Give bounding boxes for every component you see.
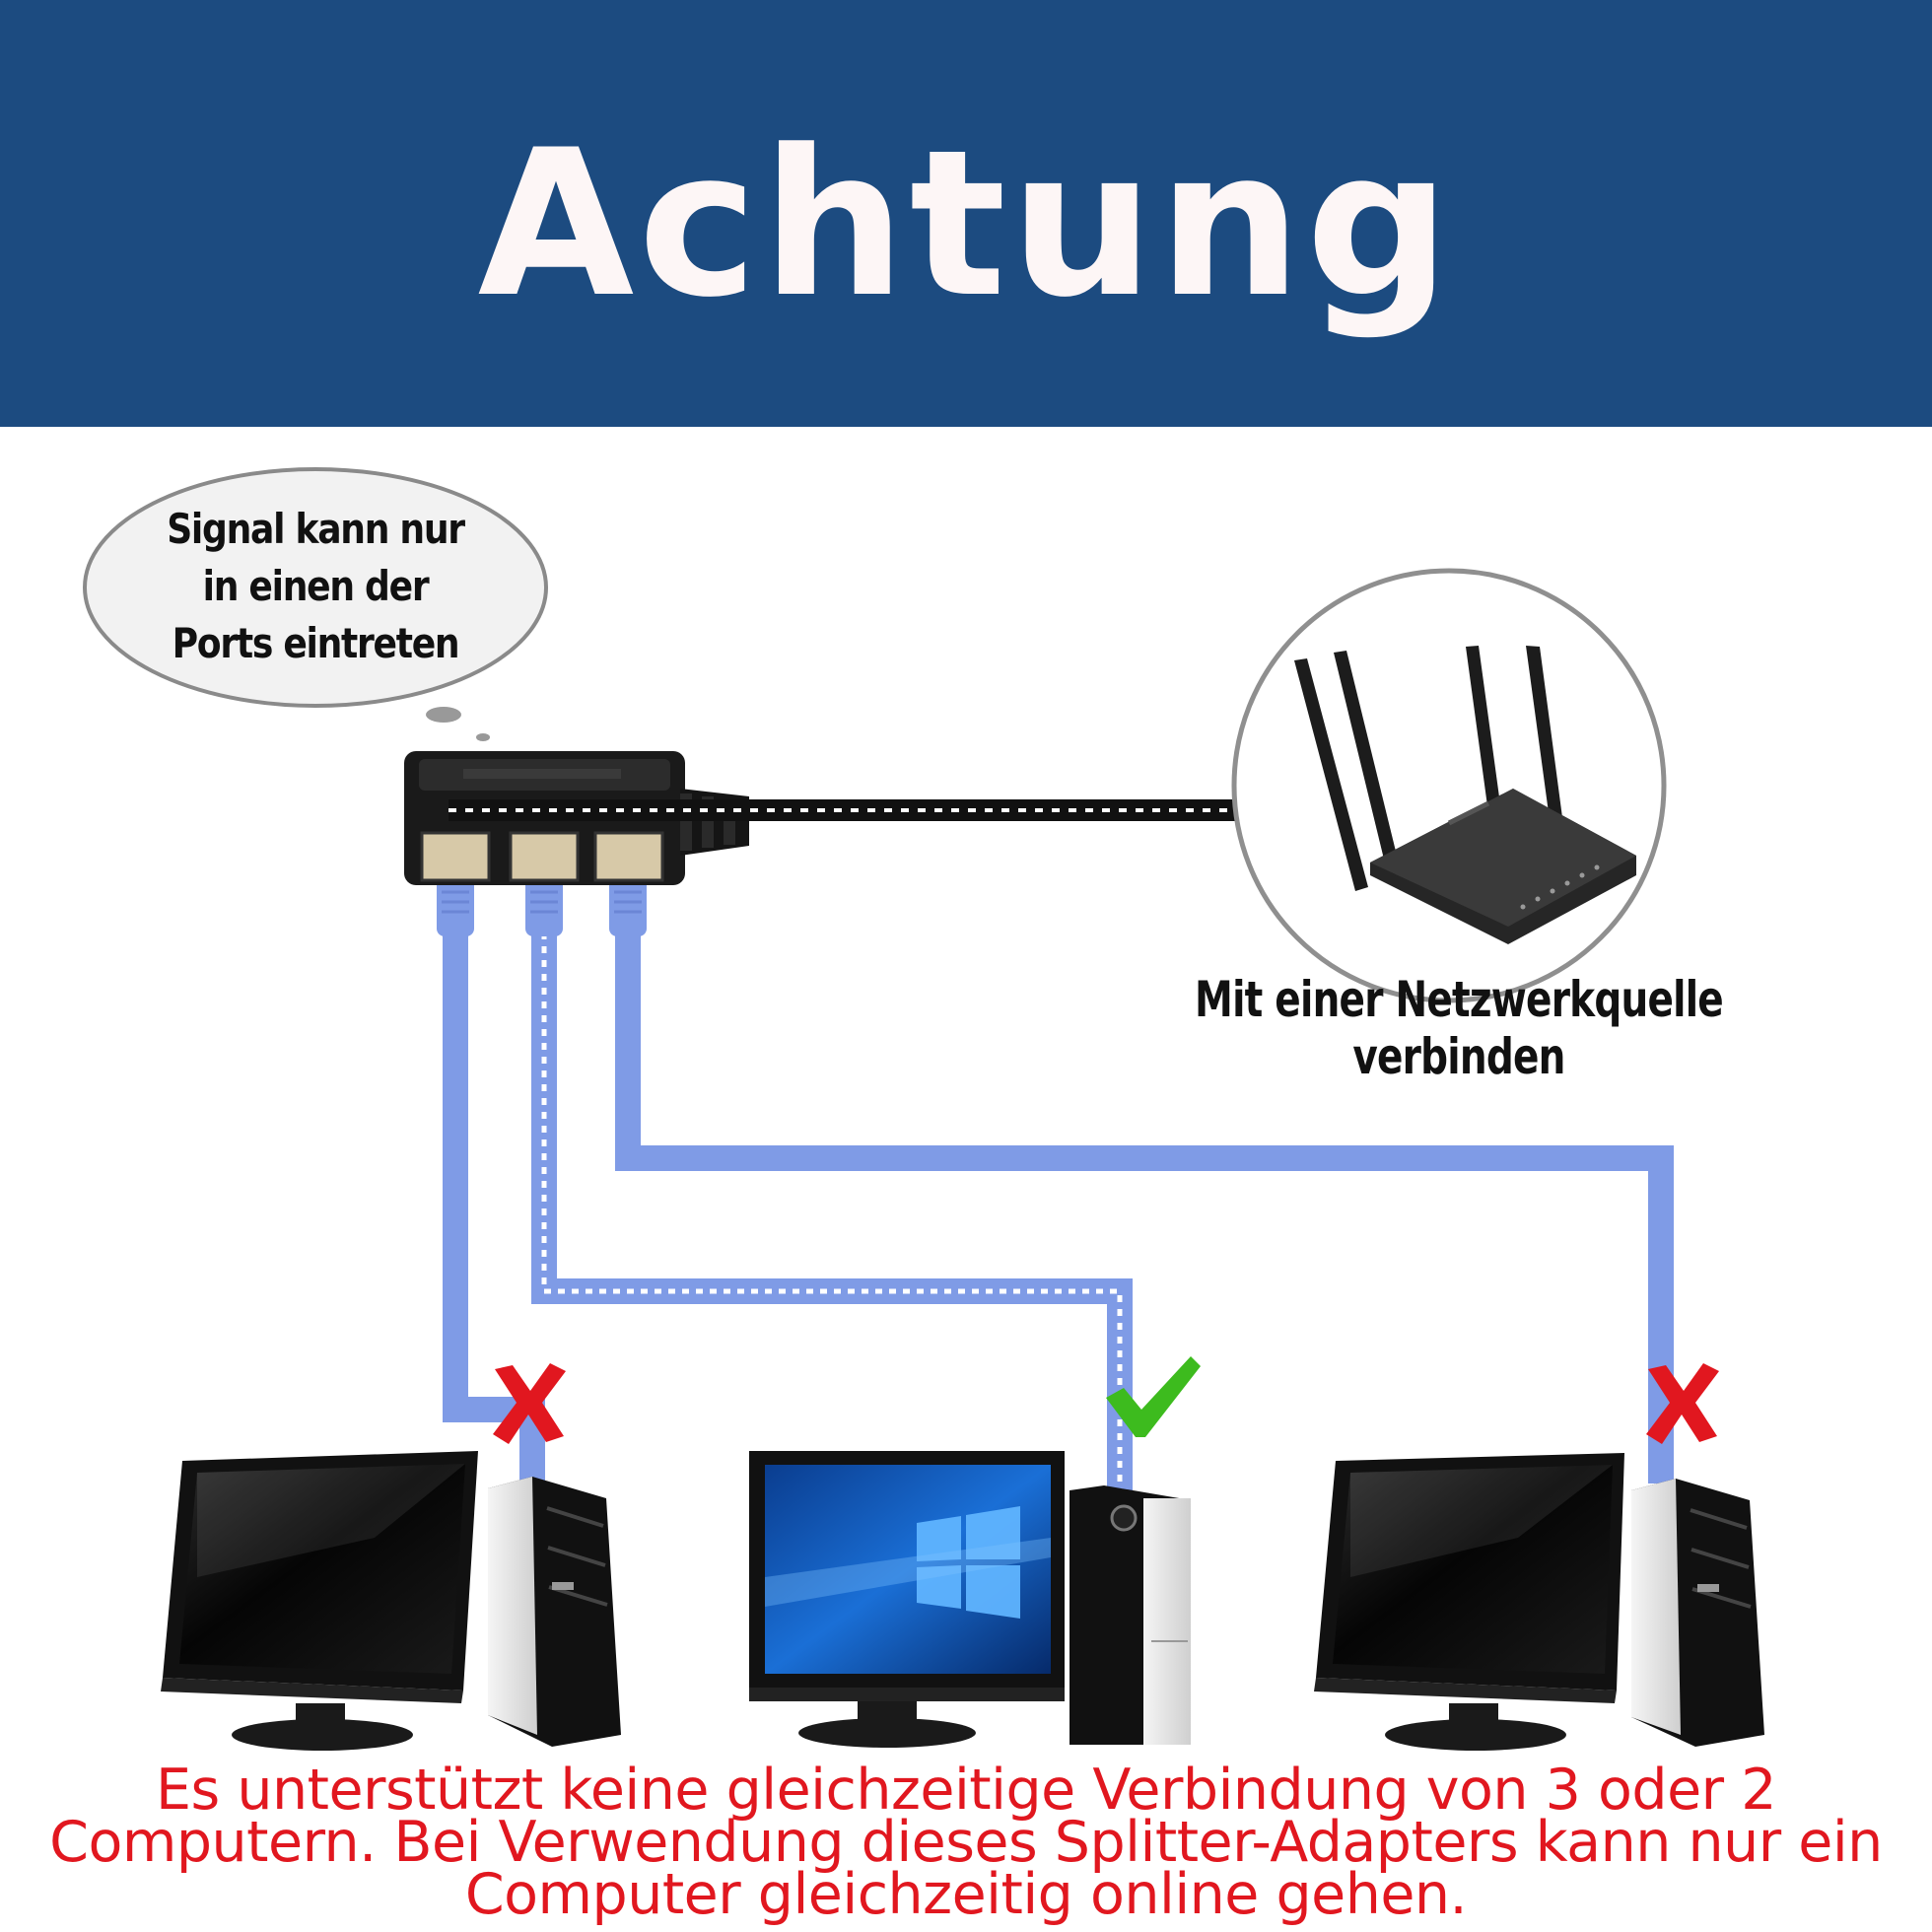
windows-logo-icon (917, 1506, 1020, 1619)
speech-bubble-text: Signal kann nur in einen der Ports eintr… (146, 501, 485, 672)
warning-text: Es unterstützt keine gleichzeitige Verbi… (0, 1758, 1932, 1927)
monitor (1314, 1453, 1624, 1751)
computer-left (161, 1451, 621, 1751)
tower (1631, 1479, 1764, 1747)
monitor (161, 1451, 478, 1751)
green-check-icon (1106, 1356, 1201, 1437)
speech-bubble (83, 467, 548, 741)
computer-right (1314, 1453, 1764, 1751)
header-banner: Achtung (0, 0, 1932, 427)
warning-line: Es unterstützt keine gleichzeitige Verbi… (156, 1758, 1776, 1823)
bubble-line: in einen der (202, 562, 430, 610)
red-x-icon (493, 1363, 566, 1444)
cable-right (615, 927, 1674, 1484)
router-label: Mit einer Netzwerkquelle verbinden (1195, 971, 1724, 1085)
page-title: Achtung (477, 107, 1455, 342)
monitor (749, 1451, 1065, 1748)
router-image (1231, 568, 1667, 1003)
red-x-icon (1646, 1363, 1719, 1444)
warning-line: Computer gleichzeitig online gehen. (464, 1862, 1468, 1927)
signal-path (541, 808, 1123, 1490)
bubble-line: Signal kann nur (167, 505, 465, 553)
cable-left (443, 927, 545, 1484)
tower (488, 1477, 621, 1747)
warning-line: Computern. Bei Verwendung dieses Splitte… (49, 1810, 1883, 1875)
tower (1070, 1485, 1191, 1745)
bubble-line: Ports eintreten (172, 619, 460, 667)
computer-middle (749, 1451, 1191, 1748)
lan-cables (443, 808, 1674, 1490)
